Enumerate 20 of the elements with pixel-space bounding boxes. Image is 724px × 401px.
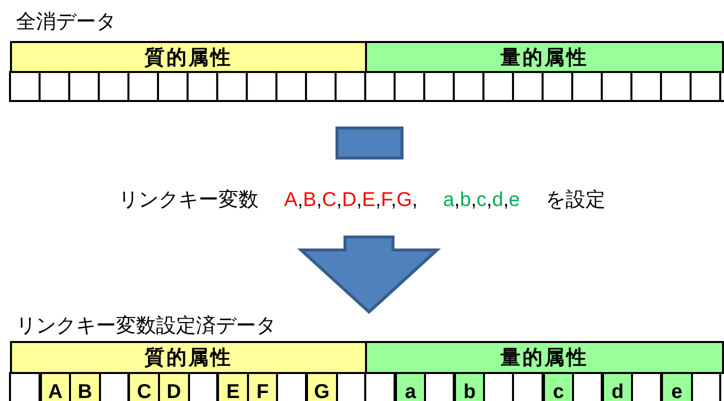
table-title: 全消データ <box>16 10 116 35</box>
key-variable: E <box>217 372 249 401</box>
key-variable: C <box>128 372 160 401</box>
key-variable: B <box>69 372 101 401</box>
header-band: 質的属性 <box>10 341 367 374</box>
key-variable: G <box>306 372 338 401</box>
key-variable: F <box>246 372 278 401</box>
header-band: 質的属性 <box>10 41 367 73</box>
edge-label: リンクキー変数 A,B,C,D,E,F,G, a,b,c,d,e を設定 <box>118 188 606 213</box>
key-variable: A <box>40 372 72 401</box>
key-variable: e <box>661 372 693 401</box>
key-variable: d <box>602 372 634 401</box>
header-band: 量的属性 <box>365 341 724 374</box>
table-title: リンクキー変数設定済データ <box>16 314 276 339</box>
block-arrow <box>297 126 441 314</box>
key-variable: c <box>542 372 574 401</box>
header-band: 量的属性 <box>365 41 724 73</box>
key-variable: b <box>454 372 486 401</box>
key-variable: D <box>158 372 190 401</box>
key-variable: a <box>394 372 426 401</box>
